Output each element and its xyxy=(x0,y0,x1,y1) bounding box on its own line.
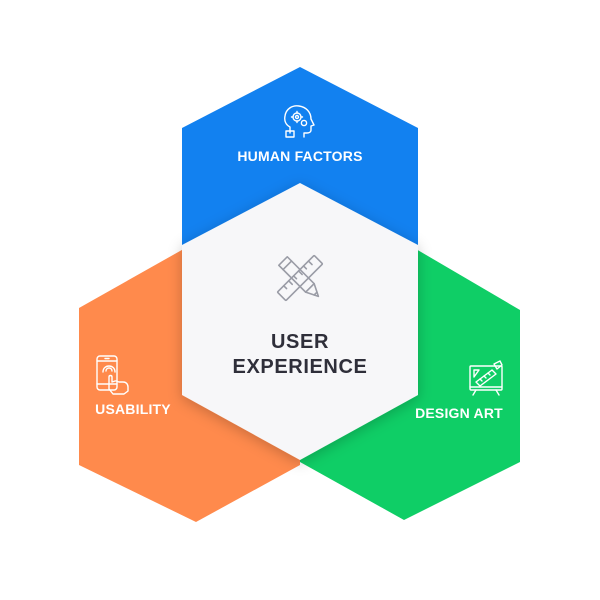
usability-label: USABILITY xyxy=(95,401,171,417)
human-head-gears-icon xyxy=(284,105,315,138)
drawing-board-icon xyxy=(469,360,503,396)
pencil-ruler-icon xyxy=(276,254,324,302)
smartphone-touch-icon xyxy=(96,355,129,395)
user-experience-title-line1: USER xyxy=(271,331,329,353)
user-experience-hexagon-shape xyxy=(182,183,418,460)
design-art-label: DESIGN ART xyxy=(415,405,503,421)
user-experience-hexagon xyxy=(182,183,418,460)
human-factors-label: HUMAN FACTORS xyxy=(237,148,362,164)
user-experience-title-line2: EXPERIENCE xyxy=(233,356,368,378)
